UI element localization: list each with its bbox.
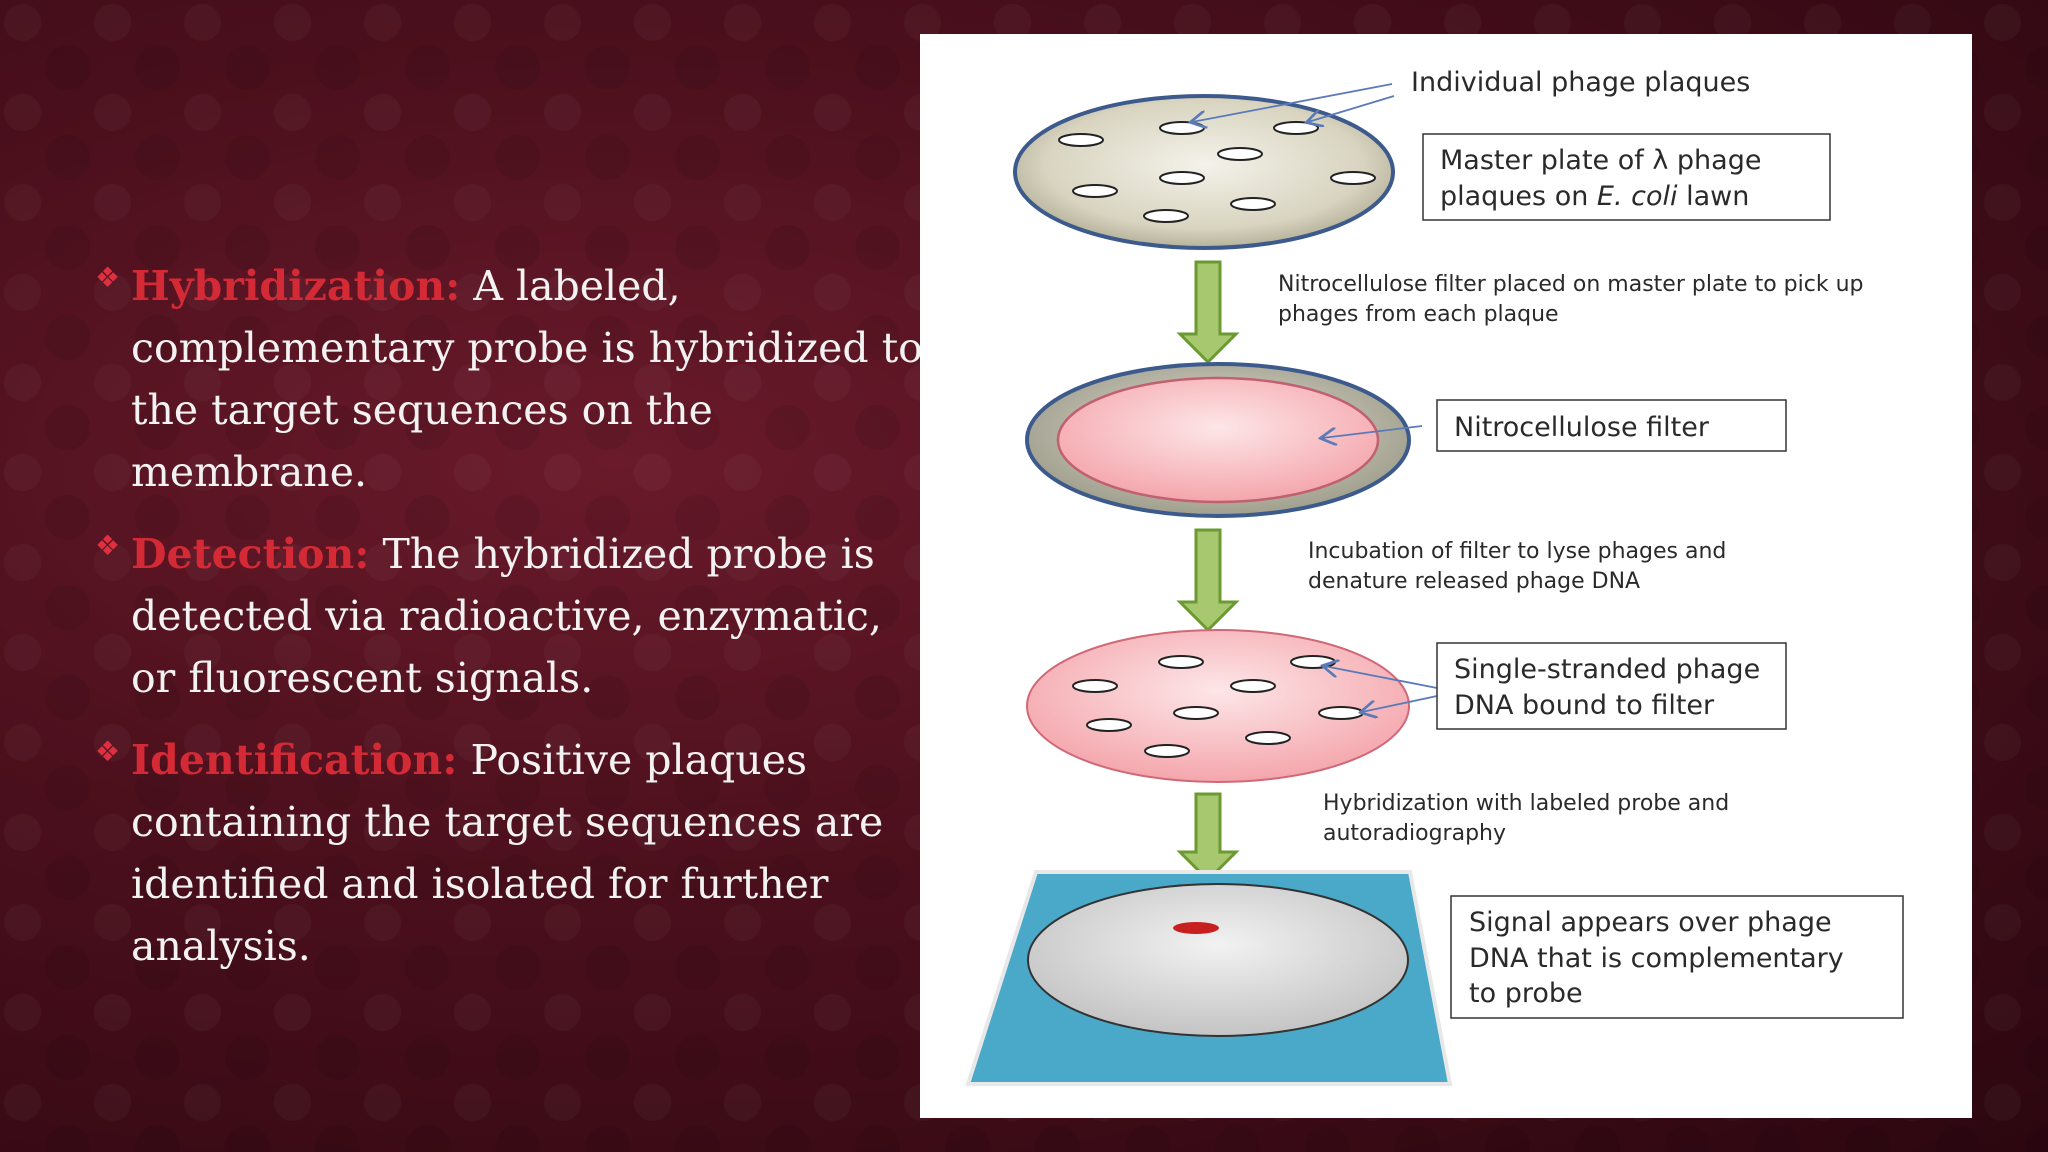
signal-label-line2: DNA that is complementary	[1469, 943, 1844, 974]
plaque	[1217, 147, 1263, 161]
bullet-term: Identification:	[131, 736, 458, 784]
bullet-hybridization: ❖ Hybridization: A labeled, complementar…	[95, 255, 925, 503]
bullet-text: A labeled, complementary probe is hybrid…	[131, 262, 923, 496]
down-arrow-1	[1176, 260, 1240, 365]
step3-line1: Hybridization with labeled probe and	[1323, 791, 1729, 816]
bullet-term: Detection:	[131, 530, 370, 578]
master-label-line2: plaques on E. coli lawn	[1440, 181, 1749, 212]
plaque	[1144, 744, 1190, 758]
bullet-detection: ❖ Detection: The hybridized probe is det…	[95, 523, 925, 709]
ssdna-filter	[1026, 629, 1410, 783]
step1-line2: phages from each plaque	[1278, 302, 1559, 327]
label-individual-plaques: Individual phage plaques	[1411, 67, 1750, 98]
plaque	[1173, 706, 1219, 720]
plaque	[1245, 731, 1291, 745]
ssdna-label-line2: DNA bound to filter	[1454, 690, 1715, 721]
plaque	[1330, 171, 1376, 185]
bullet-identification: ❖ Identification: Positive plaques conta…	[95, 729, 925, 977]
bullet-list: ❖ Hybridization: A labeled, complementar…	[95, 255, 925, 997]
plaque	[1318, 706, 1364, 720]
plaque	[1143, 209, 1189, 223]
plaque	[1158, 655, 1204, 669]
diamond-bullet-icon: ❖	[95, 529, 121, 562]
plaque	[1072, 679, 1118, 693]
autoradiograph	[965, 870, 1453, 1086]
bullet-term: Hybridization:	[131, 262, 461, 310]
signal-spot	[1173, 922, 1219, 934]
plaque	[1072, 184, 1118, 198]
plaque	[1230, 679, 1276, 693]
master-plate	[1013, 94, 1395, 250]
filter-label: Nitrocellulose filter	[1454, 412, 1710, 443]
signal-label-line1: Signal appears over phage	[1469, 907, 1832, 938]
diamond-bullet-icon: ❖	[95, 735, 121, 768]
plaque	[1273, 121, 1319, 135]
master-label-line1: Master plate of λ phage	[1440, 145, 1761, 176]
plaque	[1230, 197, 1276, 211]
plaque	[1086, 718, 1132, 732]
plaque	[1058, 133, 1104, 147]
ssdna-label-box	[1436, 642, 1787, 730]
bullet-text: Positive plaques containing the target s…	[131, 736, 884, 970]
down-arrow-2	[1176, 528, 1240, 633]
bullet-text: The hybridized probe is detected via rad…	[131, 530, 882, 702]
diagram-svg: Individual phage plaques Master plate of…	[965, 67, 1904, 1086]
plaque-hybridization-diagram: Individual phage plaques Master plate of…	[920, 34, 1972, 1118]
step2-line2: denature released phage DNA	[1308, 569, 1640, 594]
ssdna-label-line1: Single-stranded phage	[1454, 654, 1760, 685]
diamond-bullet-icon: ❖	[95, 261, 121, 294]
plaque	[1159, 171, 1205, 185]
step1-line1: Nitrocellulose filter placed on master p…	[1278, 272, 1863, 297]
signal-label-box	[1450, 895, 1904, 1019]
signal-label-line3: to probe	[1469, 978, 1583, 1009]
plaque	[1159, 121, 1205, 135]
filter-label-box	[1436, 399, 1787, 452]
step3-line2: autoradiography	[1323, 821, 1506, 846]
nitrocellulose-filter	[1025, 362, 1411, 518]
master-plate-label-box	[1422, 133, 1831, 221]
down-arrow-3	[1176, 792, 1240, 883]
step2-line1: Incubation of filter to lyse phages and	[1308, 539, 1726, 564]
